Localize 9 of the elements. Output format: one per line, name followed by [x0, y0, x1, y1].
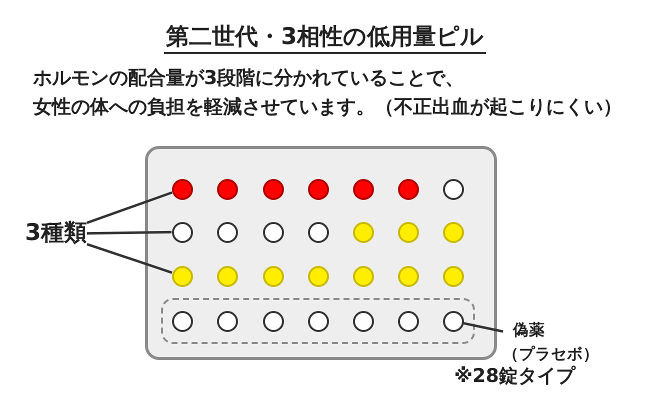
title: 第二世代・3相性の低用量ピル	[164, 24, 486, 54]
leader-line	[86, 243, 172, 274]
annotation-text: 偽薬（プラセボ）	[503, 318, 603, 366]
group-label: 3種類	[25, 220, 88, 248]
description-text: ホルモンの配合量が3段階に分かれていることで、女性の体への負担を軽減させています。（不正出血が起こりにくい）	[33, 66, 623, 120]
footnote-text: ※28錠タイプ	[454, 365, 575, 388]
leader-line	[86, 230, 172, 235]
leader-line	[86, 191, 173, 224]
leader-line	[463, 322, 504, 333]
